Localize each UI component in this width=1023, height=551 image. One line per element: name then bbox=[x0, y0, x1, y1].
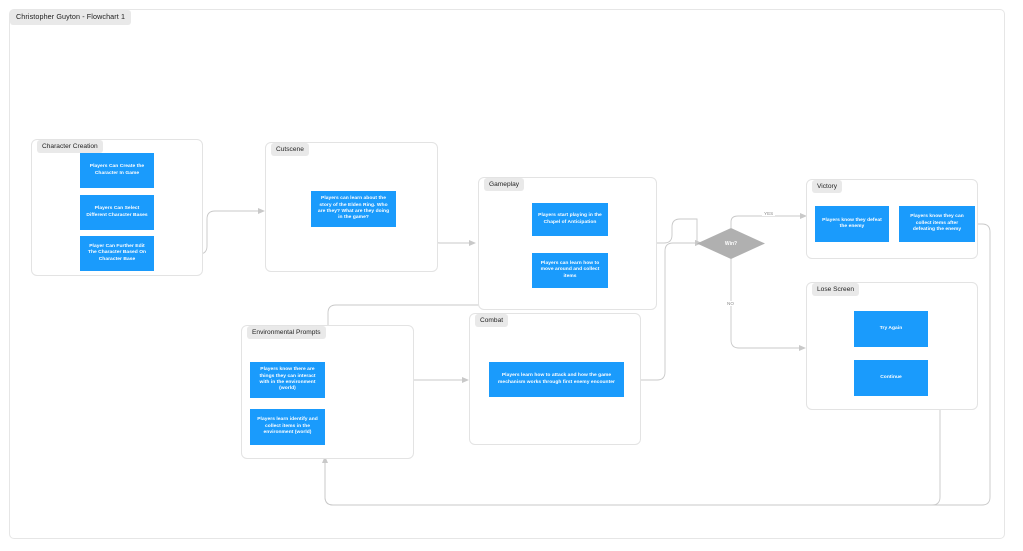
node-cutscene-story[interactable]: Players can learn about the story of the… bbox=[311, 191, 396, 227]
group-label-cutscene: Cutscene bbox=[271, 143, 309, 156]
node-players-can-select-bases[interactable]: Players Can Select Different Character B… bbox=[80, 195, 154, 230]
node-players-know-interactables[interactable]: Players know there are things they can i… bbox=[250, 362, 325, 398]
node-players-learn-attack[interactable]: Players learn how to attack and how the … bbox=[489, 362, 624, 397]
node-try-again[interactable]: Try Again bbox=[854, 311, 928, 347]
wire-yes-to-victory bbox=[730, 215, 800, 228]
node-players-defeat-enemy[interactable]: Players know they defeat the enemy bbox=[815, 206, 889, 242]
node-continue[interactable]: Continue bbox=[854, 360, 928, 396]
group-gameplay[interactable]: Gameplay bbox=[478, 177, 657, 310]
edge-label-yes: YES bbox=[762, 211, 776, 216]
node-player-can-further-edit[interactable]: Player Can Further Edit The Character Ba… bbox=[80, 236, 154, 271]
group-label-environmental-prompts: Environmental Prompts bbox=[247, 326, 326, 339]
node-players-identify-collect-items[interactable]: Players learn identify and collect items… bbox=[250, 409, 325, 445]
group-label-character-creation: Character Creation bbox=[37, 140, 103, 153]
group-label-lose-screen: Lose Screen bbox=[812, 283, 860, 296]
arrow-to-combat bbox=[462, 377, 469, 383]
group-label-gameplay: Gameplay bbox=[484, 178, 525, 191]
arrow-to-lose-screen bbox=[799, 345, 806, 351]
arrow-to-cutscene bbox=[258, 208, 265, 214]
arrow-victory-loopback bbox=[322, 456, 328, 463]
wire-no-to-lose-screen bbox=[730, 258, 799, 349]
node-players-start-chapel[interactable]: Players start playing in the Chapel of A… bbox=[532, 203, 608, 236]
arrow-to-gameplay bbox=[469, 240, 476, 246]
group-label-combat: Combat bbox=[475, 314, 509, 327]
arrow-to-victory bbox=[800, 213, 807, 219]
node-players-move-collect[interactable]: Players can learn how to move around and… bbox=[532, 253, 608, 288]
decision-win[interactable]: Win? bbox=[697, 228, 765, 259]
wire-combat-to-decision bbox=[641, 242, 697, 381]
node-players-can-create-character[interactable]: Players Can Create the Character In Game bbox=[80, 153, 154, 188]
decision-label: Win? bbox=[724, 240, 738, 247]
node-collect-items-after-defeating[interactable]: Players know they can collect items afte… bbox=[899, 206, 975, 242]
group-label-victory: Victory bbox=[812, 180, 843, 193]
document-title: Christopher Guyton - Flowchart 1 bbox=[10, 10, 132, 25]
wire-gameplay-to-decision bbox=[657, 218, 698, 244]
edge-label-no: NO bbox=[725, 301, 736, 306]
